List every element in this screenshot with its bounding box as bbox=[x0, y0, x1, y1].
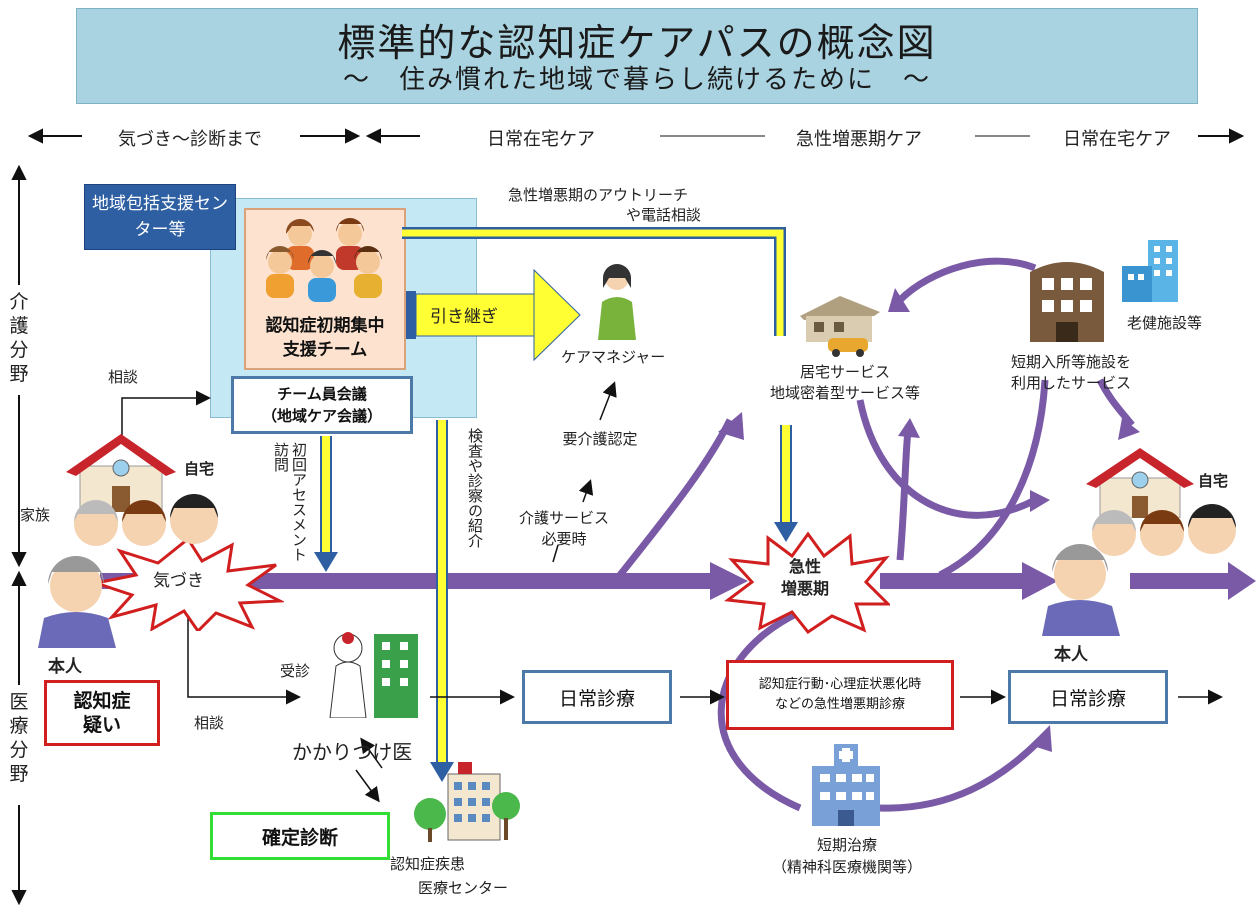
dementia-center-line2: 医療センター bbox=[418, 879, 509, 897]
person-right-label: 本人 bbox=[1054, 645, 1088, 665]
daily-care-box-1: 日常診療 bbox=[522, 670, 672, 724]
title-banner: 標準的な認知症ケアパスの概念図 ～ 住み慣れた地域で暮らし続けるために ～ bbox=[76, 8, 1198, 104]
short-treatment-label: 短期治療 （精神科医療機関等） bbox=[752, 834, 942, 878]
community-center-label: 地域包括支援センター等 bbox=[84, 184, 236, 250]
acute-label-line2: 増悪期 bbox=[780, 579, 829, 598]
notice-starburst-icon bbox=[92, 536, 284, 631]
definitive-diagnosis-text: 確定診断 bbox=[261, 826, 338, 849]
family-label: 家族 bbox=[20, 506, 51, 524]
acute-care-line2: などの急性増悪期診療 bbox=[774, 697, 905, 712]
home-service-line1: 居宅サービス bbox=[799, 363, 890, 381]
team-meeting-box: チーム員会議 （地域ケア会議） bbox=[231, 376, 413, 434]
dementia-center-label: 認知症疾患 医療センター bbox=[390, 852, 550, 900]
side-label-care: 介護分野 bbox=[9, 291, 29, 385]
care-service-label: 介護サービス 必要時 bbox=[504, 508, 624, 550]
page-title: 標準的な認知症ケアパスの概念図 bbox=[337, 21, 937, 65]
consult-top-label: 相談 bbox=[108, 368, 139, 386]
outreach-line1: 急性増悪期のアウトリーチ bbox=[508, 186, 689, 204]
dementia-center-line1: 認知症疾患 bbox=[390, 855, 466, 873]
exam-referral-label: 検査や診察の紹介 bbox=[466, 428, 484, 548]
suspected-dementia-box: 認知症 疑い bbox=[44, 680, 160, 746]
team-people-icon bbox=[266, 218, 382, 302]
acute-label-line1: 急性 bbox=[788, 557, 821, 576]
short-treatment-line1: 短期治療 bbox=[816, 836, 877, 854]
short-treatment-line2: （精神科医療機関等） bbox=[771, 858, 922, 876]
city-building-icon bbox=[1122, 240, 1178, 302]
doctor-icon bbox=[329, 632, 418, 718]
team-name-line1: 認知症初期集中 bbox=[265, 316, 385, 336]
home-right-label: 自宅 bbox=[1198, 472, 1229, 490]
acute-care-line1: 認知症行動･心理症状悪化時 bbox=[758, 677, 922, 692]
family-doctor-label: かかりつけ医 bbox=[292, 740, 413, 764]
house-car-icon bbox=[800, 296, 880, 357]
phase-acute: 急性増悪期ケア bbox=[796, 129, 922, 150]
short-stay-line1: 短期入所等施設を bbox=[1010, 353, 1131, 371]
daily-care-text-1: 日常診療 bbox=[558, 687, 635, 710]
acute-starburst-icon bbox=[724, 531, 890, 634]
side-arrows bbox=[11, 165, 27, 905]
team-meeting-line2: （地域ケア会議） bbox=[261, 407, 382, 425]
person-icon-right bbox=[1042, 544, 1120, 636]
short-stay-label: 短期入所等施設を 利用したサービス bbox=[1006, 352, 1136, 394]
phase-daily-home-care-2: 日常在宅ケア bbox=[1063, 129, 1171, 150]
consult-bottom-label: 相談 bbox=[194, 714, 225, 732]
facility-building-icon bbox=[1030, 262, 1104, 342]
home-icon-left bbox=[66, 434, 176, 512]
suspected-line2: 疑い bbox=[82, 714, 121, 736]
team-name-line2: 支援チーム bbox=[282, 340, 368, 360]
definitive-diagnosis-box: 確定診断 bbox=[210, 812, 390, 860]
team-box: 認知症初期集中 支援チーム bbox=[244, 208, 406, 370]
visit-label: 受診 bbox=[280, 662, 311, 680]
elderly-facility-label: 老健施設等 bbox=[1127, 314, 1203, 332]
care-manager-icon bbox=[598, 264, 636, 340]
team-meeting-line1: チーム員会議 bbox=[277, 385, 367, 403]
acute-care-box: 認知症行動･心理症状悪化時 などの急性増悪期診療 bbox=[726, 660, 954, 730]
phase-arrows bbox=[27, 128, 1245, 144]
handover-label: 引き継ぎ bbox=[430, 307, 498, 327]
clinic-icon bbox=[812, 744, 880, 826]
notice-label: 気づき bbox=[153, 571, 204, 591]
person-icon-left bbox=[38, 556, 116, 648]
home-left-label: 自宅 bbox=[184, 460, 215, 478]
hospital-trees-icon bbox=[414, 762, 520, 842]
daily-care-text-2: 日常診療 bbox=[1049, 687, 1126, 710]
outreach-line2: や電話相談 bbox=[626, 206, 702, 224]
care-service-line2: 必要時 bbox=[541, 530, 587, 548]
care-service-line1: 介護サービス bbox=[518, 509, 609, 527]
initial-assessment-label: 初回アセスメント訪問 bbox=[272, 442, 308, 562]
home-service-line2: 地域密着型サービス等 bbox=[769, 384, 920, 402]
page-subtitle: ～ 住み慣れた地域で暮らし続けるために ～ bbox=[342, 65, 931, 95]
care-cert-text: 要介護認定 bbox=[562, 430, 638, 448]
suspected-line1: 認知症 bbox=[73, 690, 131, 712]
home-service-label: 居宅サービス 地域密着型サービス等 bbox=[750, 362, 940, 404]
phase-daily-home-care-1: 日常在宅ケア bbox=[487, 129, 595, 150]
daily-care-box-2: 日常診療 bbox=[1008, 670, 1168, 724]
family-faces-icon-right bbox=[1092, 504, 1236, 556]
family-faces-icon-left bbox=[74, 494, 218, 546]
care-manager-label: ケアマネジャー bbox=[561, 348, 666, 366]
person-left-label: 本人 bbox=[48, 657, 82, 677]
side-label-medical: 医療分野 bbox=[9, 691, 29, 785]
short-stay-line2: 利用したサービス bbox=[1010, 374, 1131, 392]
care-cert-label: 要介護認定 bbox=[560, 428, 640, 450]
phase-awareness: 気づき～診断まで bbox=[118, 129, 262, 150]
acute-label: 急性 増悪期 bbox=[770, 556, 840, 600]
